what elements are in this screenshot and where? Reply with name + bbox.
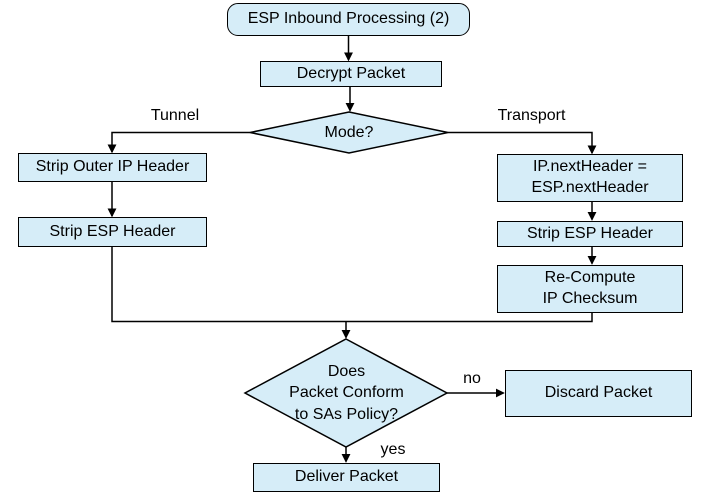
edge-label-yes: yes: [380, 441, 406, 458]
node-discard-packet: Discard Packet: [505, 370, 692, 417]
node-strip-esp-header-tunnel: Strip ESP Header: [18, 217, 207, 247]
edge-label-transport: Transport: [497, 107, 566, 124]
mode-decision-shape: [249, 111, 449, 154]
node-decrypt-packet: Decrypt Packet: [260, 61, 442, 87]
node-esp-inbound-processing: ESP Inbound Processing (2): [227, 3, 470, 36]
node-strip-esp-header-transport: Strip ESP Header: [497, 221, 683, 247]
node-deliver-packet: Deliver Packet: [253, 463, 440, 492]
node-ip-nextheader: IP.nextHeader = ESP.nextHeader: [497, 154, 683, 202]
edge-mode-transport-branch: [448, 131, 597, 155]
edge-label-no: no: [463, 370, 481, 387]
edge-mode-tunnel-branch: [107, 131, 250, 154]
policy-decision-shape: [243, 338, 449, 448]
edge-merge-line: [111, 247, 593, 323]
node-recompute-ip-checksum: Re-Compute IP Checksum: [497, 265, 683, 313]
edge-label-tunnel: Tunnel: [150, 107, 200, 124]
node-strip-outer-ip-header: Strip Outer IP Header: [18, 153, 207, 182]
